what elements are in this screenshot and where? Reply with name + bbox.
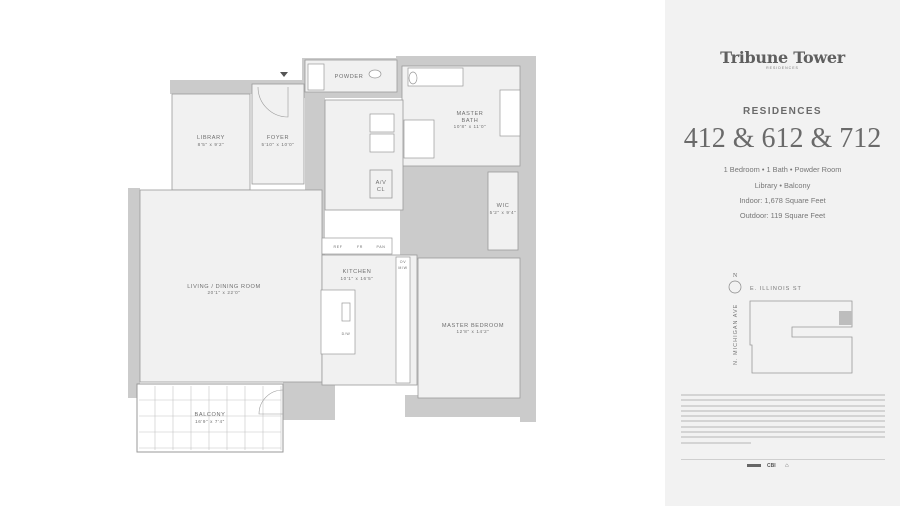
bathtub xyxy=(499,89,521,137)
east-wall xyxy=(520,56,536,422)
outdoor-area: Outdoor: 119 Square Feet xyxy=(739,211,826,220)
powder-sink xyxy=(307,63,325,91)
building-outline xyxy=(749,300,853,374)
library-room xyxy=(171,93,251,191)
logo-subtitle: RESIDENCES xyxy=(766,66,799,70)
balcony-label: BALCONY xyxy=(195,412,226,418)
balcony-door[interactable] xyxy=(258,389,284,415)
entry-door[interactable] xyxy=(257,86,289,118)
master-bath-size: 10'8" x 11'0" xyxy=(454,124,487,129)
info-panel: Tribune Tower RESIDENCES RESIDENCES 412 … xyxy=(665,0,900,506)
balcony-area xyxy=(136,383,284,453)
disclaimer-text xyxy=(681,394,885,447)
street-top-label: E. ILLINOIS ST xyxy=(750,286,802,292)
developer-logo xyxy=(747,464,761,467)
west-wall xyxy=(128,188,140,398)
av-closet-label-2: CL xyxy=(377,187,385,193)
master-bedroom-room xyxy=(417,257,521,399)
balcony-size: 16'9" x 7'4" xyxy=(195,419,225,424)
av-closet-label-1: A/V xyxy=(376,180,387,186)
north-label: N xyxy=(733,273,738,279)
double-vanity xyxy=(407,67,464,87)
indoor-area: Indoor: 1,678 Square Feet xyxy=(739,196,826,205)
compass-icon xyxy=(728,280,742,294)
foyer-label: FOYER xyxy=(267,135,289,141)
wic-size: 5'2" x 9'4" xyxy=(490,210,517,215)
unit-highlight xyxy=(839,311,852,325)
tribune-tower-logo: Tribune Tower xyxy=(720,48,845,67)
foyer-room xyxy=(251,83,305,185)
floor-plan: LIBRARY 8'5" x 9'2" FOYER 5'10" x 10'0" … xyxy=(128,56,536,453)
living-label: LIVING / DINING ROOM xyxy=(187,284,261,290)
av-closet-room xyxy=(369,169,393,199)
shower xyxy=(403,119,435,159)
library-size: 8'5" x 9'2" xyxy=(198,142,225,147)
cbi-logo: CBI xyxy=(767,463,776,469)
residences-heading: RESIDENCES xyxy=(742,106,822,117)
balcony-tile-grid xyxy=(139,386,282,450)
mw-label: M/W xyxy=(398,266,407,270)
street-side-label: N. MICHIGAN AVE xyxy=(733,304,739,365)
wic-label: WIC xyxy=(497,203,510,209)
kitchen-tall-cabinets xyxy=(321,237,393,255)
powder-label: POWDER xyxy=(335,74,364,80)
island-sink xyxy=(341,302,351,322)
kitchen-counter xyxy=(395,256,411,384)
ov-label: OV xyxy=(400,260,406,264)
living-size: 20'1" x 22'0" xyxy=(208,290,241,295)
key-plan: N E. ILLINOIS ST N. MICHIGAN AVE xyxy=(728,273,853,374)
master-bath-label-1: MASTER xyxy=(457,111,484,117)
master-bedroom-label: MASTER BEDROOM xyxy=(442,323,504,329)
entry-arrow-icon xyxy=(280,72,288,77)
equal-housing-icon: ⌂ xyxy=(785,463,789,469)
footer-divider xyxy=(681,459,885,460)
living-room xyxy=(139,189,323,383)
unit-numbers: 412 & 612 & 712 xyxy=(683,123,882,154)
south-wall-block xyxy=(283,380,335,420)
toilet xyxy=(408,71,418,85)
pan-label: PAN xyxy=(377,245,386,249)
dryer xyxy=(369,133,395,153)
ref-label: REF xyxy=(334,245,343,249)
fr-label: FR xyxy=(357,245,363,249)
powder-toilet xyxy=(368,69,382,79)
master-bath-label-2: BATH xyxy=(462,118,479,124)
kitchen-label: KITCHEN xyxy=(343,269,372,275)
bath-north-wall xyxy=(396,56,536,68)
features-line-1: 1 Bedroom • 1 Bath • Powder Room xyxy=(723,165,842,174)
dw-label: D/W xyxy=(342,332,351,336)
foyer-size: 5'10" x 10'0" xyxy=(262,142,295,147)
washer xyxy=(369,113,395,133)
library-label: LIBRARY xyxy=(197,135,225,141)
kitchen-island xyxy=(320,289,356,355)
south-wall-bedroom xyxy=(405,395,535,417)
master-bedroom-size: 12'8" x 14'2" xyxy=(457,329,490,334)
kitchen-size: 10'1" x 16'5" xyxy=(341,276,374,281)
features-line-2: Library • Balcony xyxy=(754,181,811,190)
wic-room xyxy=(487,171,519,251)
